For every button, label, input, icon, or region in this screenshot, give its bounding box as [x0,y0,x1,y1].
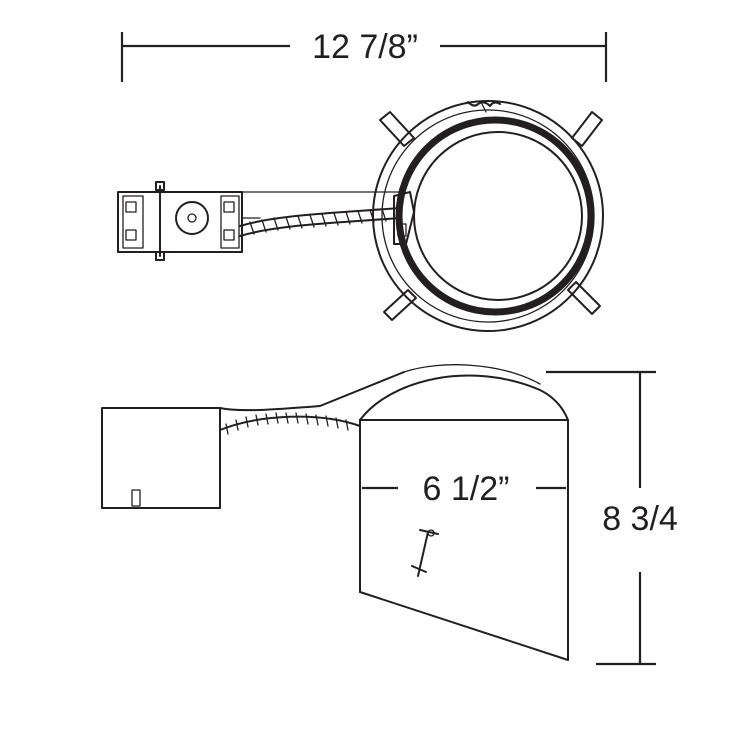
flex-conduit-side [219,412,361,435]
mounting-clip-bottom-left [383,289,417,321]
aperture-width-label: 6 1/2” [423,470,510,508]
mounting-clip-top-left [379,111,415,147]
round-housing-top [372,100,604,332]
junction-box-side [101,371,405,509]
overall-width-label: 12 7/8” [312,28,418,66]
conduit-connector-top [393,191,415,245]
junction-box-top [117,181,406,261]
height-label: 8 3/4 [602,500,678,538]
mounting-clip-top-right [571,111,603,147]
torsion-clip-side [411,529,439,577]
side-view: 6 1/2” 8 3/4 [101,364,678,666]
flex-conduit-top [239,207,401,237]
aperture-width-dimension: 6 1/2” [362,470,566,508]
height-dimension: 8 3/4 [546,370,678,666]
mounting-clip-bottom-right [567,281,601,315]
overall-width-dimension: 12 7/8” [120,28,608,82]
top-view: 12 7/8” [117,28,608,332]
housing-can-side [359,364,569,661]
